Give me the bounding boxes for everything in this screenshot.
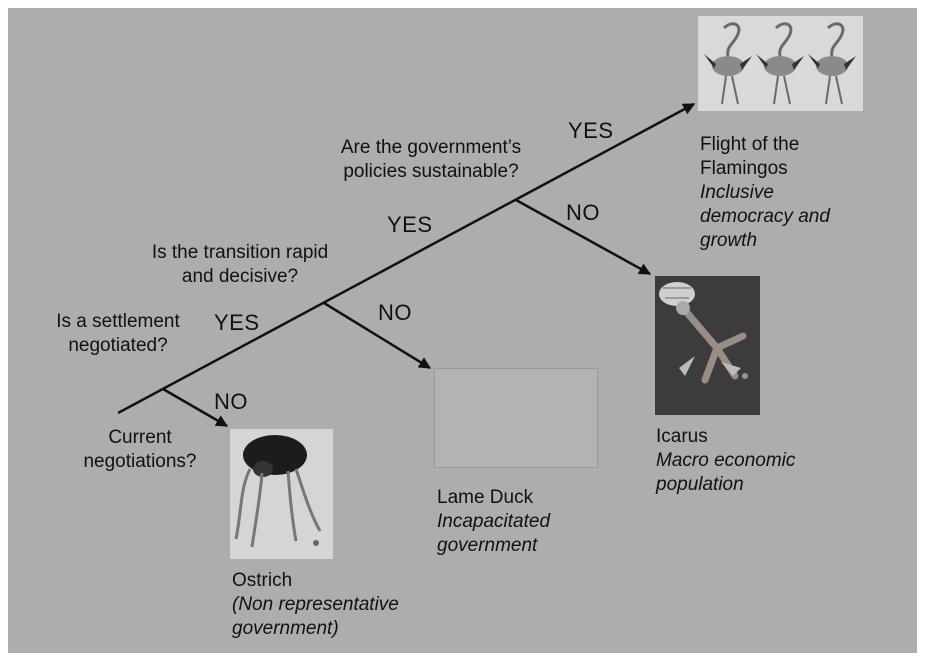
- decision-tree-lines: [117, 102, 696, 428]
- outcome-flamingos-name-line-1: Flight of the: [700, 134, 800, 155]
- outcome-lame-duck-description-line-1: Incapacitated: [437, 511, 551, 532]
- outcome-icarus-description-line-1: Macro economic: [656, 450, 796, 471]
- no-label-settlement: NO: [214, 389, 248, 414]
- ostrich-image: [230, 429, 333, 559]
- yes-trunk-arrow: [117, 102, 696, 415]
- outcome-ostrich-description-line-2: government): [232, 618, 339, 639]
- no-label-transition: NO: [378, 300, 412, 325]
- icarus-image: [655, 276, 760, 415]
- outcome-flamingos-name-line-2: Flamingos: [700, 158, 788, 179]
- no-branch-3-arrow: [515, 198, 652, 276]
- no-branch-1-arrow: [162, 387, 229, 428]
- question-settlement-negotiated: Is a settlement negotiated?: [56, 311, 180, 356]
- outcome-lame-duck-description-line-2: government: [437, 535, 538, 556]
- no-label-policies: NO: [566, 200, 600, 225]
- outcome-flamingos-description-line-1: Inclusive: [700, 182, 774, 203]
- outcome-ostrich-description-line-1: (Non representative: [232, 594, 399, 615]
- outcome-flamingos-description-line-3: growth: [700, 230, 758, 251]
- question-transition-rapid: Is the transition rapid and decisive?: [151, 242, 329, 287]
- outcome-icarus-name: Icarus: [656, 426, 708, 447]
- flamingos-image: [698, 16, 863, 111]
- yes-label-transition: YES: [387, 212, 433, 237]
- outcome-lame-duck-name: Lame Duck: [437, 487, 534, 508]
- no-branch-2-arrow: [323, 301, 432, 370]
- outcome-icarus-description-line-2: population: [656, 474, 744, 495]
- outcome-flamingos-description-line-2: democracy and: [700, 206, 830, 227]
- question-current-negotiations: Current negotiations?: [83, 427, 197, 472]
- lame-duck-image-frame: [434, 368, 598, 468]
- yes-label-policies: YES: [568, 118, 614, 143]
- outcome-ostrich-name: Ostrich: [232, 570, 293, 591]
- scenario-tree-slide: Current negotiations? Is a settlement ne…: [8, 8, 917, 653]
- yes-label-settlement: YES: [214, 310, 260, 335]
- question-policies-sustainable: Are the government’s policies sustainabl…: [340, 137, 522, 182]
